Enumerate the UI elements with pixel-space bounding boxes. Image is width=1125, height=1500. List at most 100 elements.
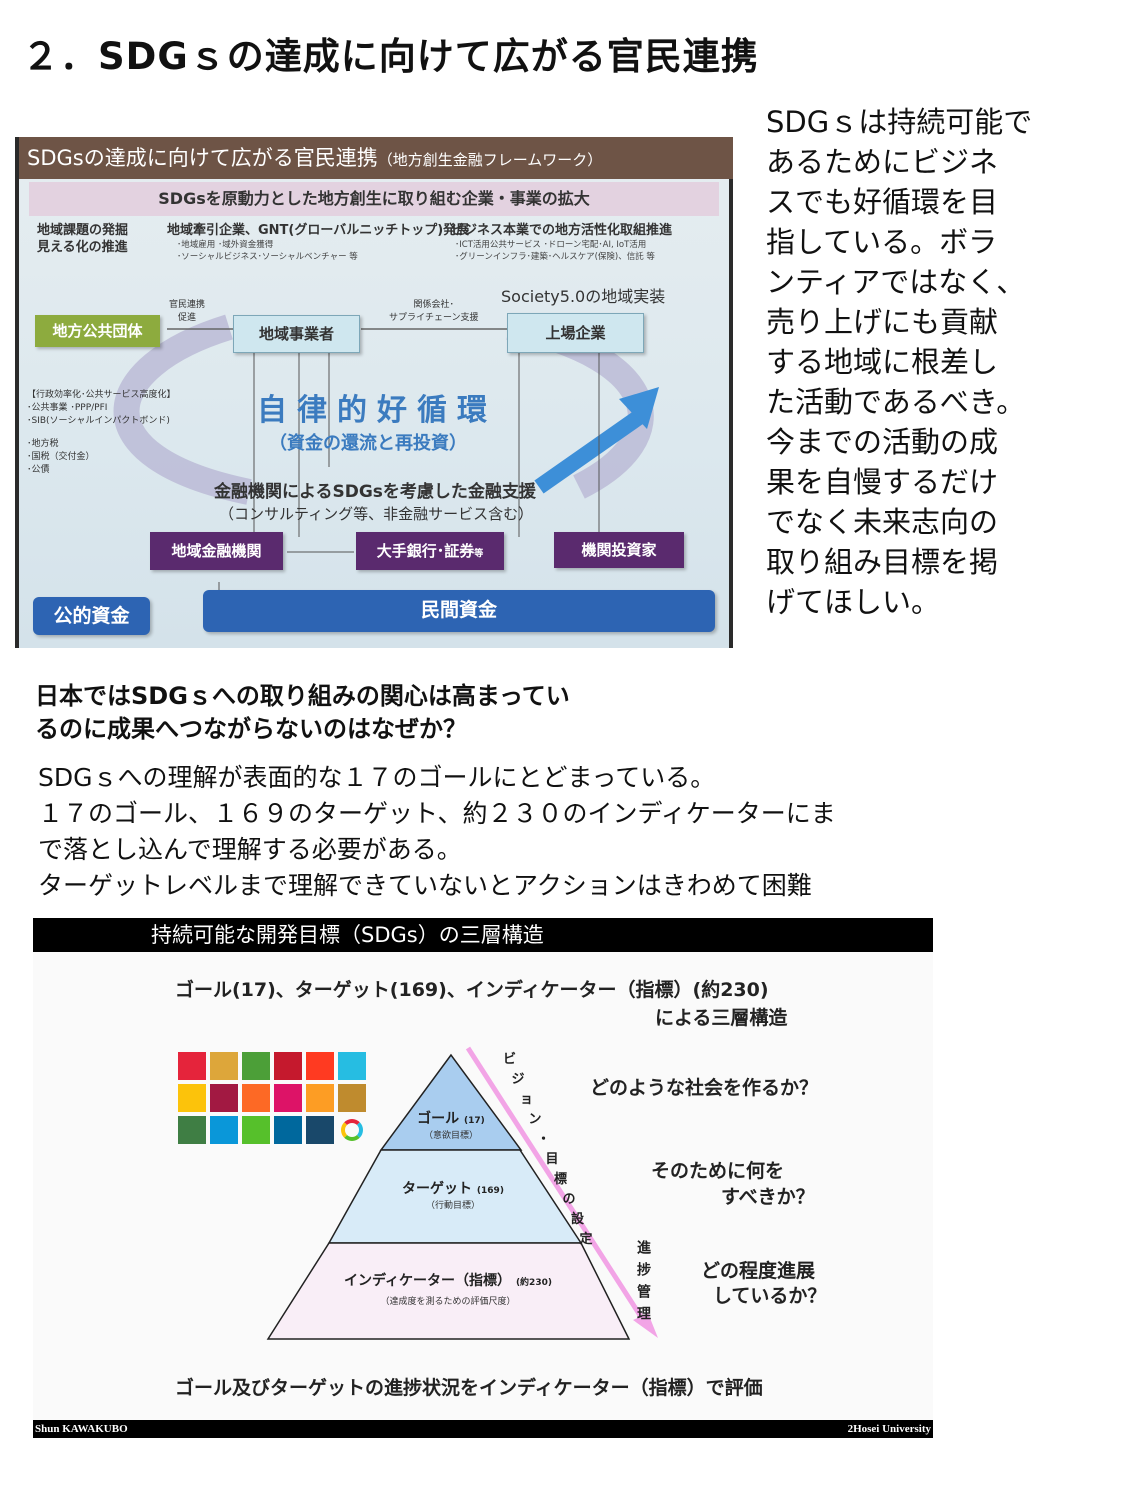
target-layer-label: ターゲット (169) （行動目標） <box>368 1178 538 1211</box>
body-line: SDGｓへの理解が表面的な１７のゴールにとどまっている。 <box>38 763 716 792</box>
goal-layer-label: ゴール (17) （意欲目標） <box>401 1108 501 1141</box>
sdg-goal-tile <box>210 1052 238 1080</box>
major-bank-suffix: 等 <box>474 549 484 559</box>
box-local-business: 地域事業者 <box>233 315 360 353</box>
slide2-bottom-text: ゴール及びターゲットの進捗状況をインディケーター（指標）で評価 <box>175 1377 763 1399</box>
footer-author: Shun KAWAKUBO <box>35 1423 128 1435</box>
slide2-subtitle1: ゴール(17)、ターゲット(169)、インディケーター（指標）(約230) <box>175 979 769 1001</box>
sdg-goal-tile <box>338 1084 366 1112</box>
public-funds-bar: 公的資金 <box>33 597 150 635</box>
sdg-goal-tile <box>306 1052 334 1080</box>
goal-label: ゴール <box>417 1111 460 1127</box>
target-label: ターゲット <box>402 1181 473 1197</box>
question-what-to-do-2: すべきか？ <box>721 1186 815 1208</box>
side-note-line: ンティアではなく、 <box>766 265 1026 299</box>
sdg-goal-tile <box>306 1116 334 1144</box>
col3-title: ビジネス本業での地方活性化取組推進 <box>451 223 673 238</box>
side-note-line: でなく未来志向の <box>766 505 999 539</box>
side-note: SDGｓは持続可能で あるためにビジネ スでも好循環を目 指している。ボラ ンテ… <box>766 102 1066 622</box>
question-line: るのに成果へつながらないのはなぜか？ <box>35 715 467 743</box>
question-progress-2: しているか？ <box>713 1285 827 1307</box>
side-note-line: 果を自慢するだけ <box>766 465 999 499</box>
box-major-bank: 大手銀行･証券等 <box>356 532 504 570</box>
left-note: ･SIB(ソーシャルインパクトボンド) <box>27 416 170 426</box>
body-line: ターゲットレベルまで理解できていないとアクションはきわめて困難 <box>38 871 812 900</box>
pyramid-indicator-layer <box>266 1242 631 1340</box>
col3-item: ･ICT活用公共サービス ･ドローン宅配･AI, IoT活用 <box>455 240 647 250</box>
box-institutional-investor: 機関投資家 <box>554 532 684 568</box>
finance-subheading: （コンサルティング等、非金融サービス含む） <box>219 505 534 523</box>
left-note: ･地方税 <box>27 439 59 449</box>
col1-line: 見える化の推進 <box>37 240 128 255</box>
goal-count: (17) <box>464 1116 485 1126</box>
left-note: ･公共事業 ･PPP/PFI <box>27 403 108 413</box>
sdg-goal-tile <box>210 1116 238 1144</box>
link1-line: 促進 <box>178 313 197 323</box>
three-layer-slide: 持続可能な開発目標（SDGs）の三層構造 ゴール(17)、ターゲット(169)、… <box>33 918 933 1438</box>
link1-line: 官民連携 <box>169 300 206 310</box>
target-count: (169) <box>476 1186 504 1196</box>
side-note-line: スでも好循環を目 <box>766 185 999 219</box>
col1: 地域課題の発掘 見える化の推進 <box>37 222 128 256</box>
label-char: 設 <box>571 1212 585 1227</box>
slide1-title-suffix: （地方創生金融フレームワーク） <box>377 151 603 169</box>
finance-heading: 金融機関によるSDGsを考慮した金融支援 <box>214 482 536 502</box>
sdg-goal-tile <box>210 1084 238 1112</box>
slide2-footer: Shun KAWAKUBO 2Hosei University <box>33 1420 933 1438</box>
framework-slide-photo: SDGsの達成に向けて広がる官民連携（地方創生金融フレームワーク） SDGsを原… <box>15 137 733 648</box>
left-note: ･国税（交付金） <box>27 452 95 462</box>
sdg-goal-tile <box>242 1084 270 1112</box>
side-note-line: する地域に根差し <box>766 345 999 379</box>
label-char: ジ <box>511 1072 525 1087</box>
sdg-goal-tile <box>242 1116 270 1144</box>
side-note-line: た活動であるべき。 <box>766 385 1026 419</box>
question-progress-1: どの程度進展 <box>701 1260 816 1282</box>
question-heading: 日本ではSDGｓへの取り組みの関心は高まってい るのに成果へつながらないのはなぜ… <box>35 680 570 746</box>
indicator-label: インディケーター（指標） <box>344 1273 512 1289</box>
slide1-title-text: SDGsの達成に向けて広がる官民連携 <box>27 146 378 170</box>
label-char: ビ <box>503 1052 517 1067</box>
label-char: の <box>562 1192 576 1207</box>
label-char: ョ <box>520 1092 534 1107</box>
cycle-heading: 自律的好循環 <box>257 393 497 428</box>
link2-line: 関係会社･ <box>413 300 455 310</box>
progress-management-label: 進捗管理 <box>635 1240 651 1328</box>
footer-university: 2Hosei University <box>847 1423 931 1435</box>
col1-line: 地域課題の発掘 <box>37 223 129 238</box>
side-note-line: 指している。ボラ <box>766 225 998 259</box>
slide2-subtitle2: による三層構造 <box>655 1007 788 1029</box>
box-local-government: 地方公共団体 <box>35 315 160 347</box>
side-note-line: 今までの活動の成 <box>766 425 999 459</box>
side-note-line: 取り組み目標を掲 <box>766 545 999 579</box>
question-society: どのような社会を作るか？ <box>590 1077 819 1099</box>
major-bank-label: 大手銀行･証券 <box>376 542 475 560</box>
label-char: 定 <box>579 1232 593 1247</box>
body-line: で落とし込んで理解する必要がある。 <box>38 835 462 864</box>
target-sub: （行動目標） <box>425 1201 480 1211</box>
sdg-goal-tile <box>274 1084 302 1112</box>
col3-item: ･グリーンインフラ･建築･ヘルスケア(保険)、信託 等 <box>455 252 655 262</box>
side-note-line: あるためにビジネ <box>766 145 999 179</box>
slide2-header: 持続可能な開発目標（SDGs）の三層構造 <box>33 918 933 952</box>
label-char: ン <box>528 1112 542 1127</box>
sdg-goal-tile <box>338 1052 366 1080</box>
left-note: 【行政効率化･公共サービス高度化】 <box>27 390 176 400</box>
col2-item: ･ソーシャルビジネス･ソーシャルベンチャー 等 <box>177 252 358 262</box>
sdg-goal-tile <box>178 1084 206 1112</box>
sdg-goal-tile <box>274 1116 302 1144</box>
indicator-layer-label: インディケーター（指標） (約230) （達成度を測るための評価尺度） <box>313 1270 583 1307</box>
side-note-line: げてほしい。 <box>766 585 941 619</box>
indicator-count: (約230) <box>515 1278 552 1288</box>
sdg-goal-tile <box>178 1052 206 1080</box>
sdg-goal-tile <box>274 1052 302 1080</box>
col2-item: ･地域雇用 ･域外資金獲得 <box>177 240 274 250</box>
goal-sub: （意欲目標） <box>423 1131 478 1141</box>
pyramid-diagram <box>266 1046 658 1340</box>
indicator-sub: （達成度を測るための評価尺度） <box>380 1297 516 1307</box>
progress-arrow <box>465 1046 648 1325</box>
link-supply-chain: 関係会社･ サプライチェーン支援 <box>389 299 479 325</box>
label-char: 標 <box>554 1172 568 1187</box>
sdg-goal-tile <box>178 1116 206 1144</box>
page-title: ２．SDGｓの達成に向けて広がる官民連携 <box>22 35 759 78</box>
sdg-goal-tile <box>306 1084 334 1112</box>
